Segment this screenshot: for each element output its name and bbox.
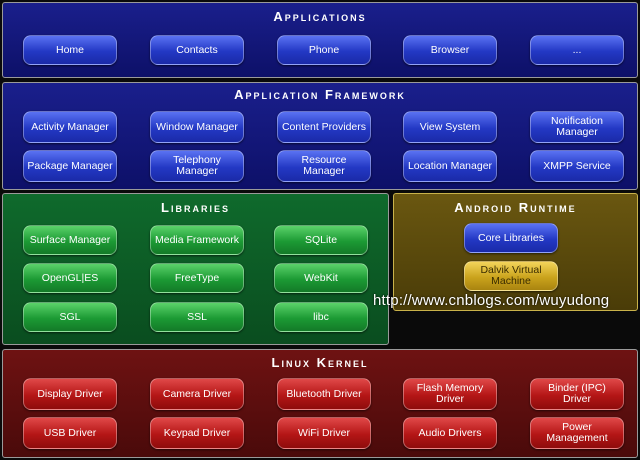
kernel-title: Linux Kernel xyxy=(271,355,369,370)
kernel-audio-drivers: Audio Drivers xyxy=(403,417,497,449)
fw-content-providers: Content Providers xyxy=(277,111,371,143)
fw-activity-manager: Activity Manager xyxy=(23,111,117,143)
applications-title: Applications xyxy=(273,9,367,24)
lib-surface-manager: Surface Manager xyxy=(23,225,117,255)
app-home: Home xyxy=(23,35,117,65)
app-contacts: Contacts xyxy=(150,35,244,65)
app-browser: Browser xyxy=(403,35,497,65)
lib-sgl: SGL xyxy=(23,302,117,332)
kernel-camera-driver: Camera Driver xyxy=(150,378,244,410)
kernel-bluetooth-driver: Bluetooth Driver xyxy=(277,378,371,410)
app-phone: Phone xyxy=(277,35,371,65)
kernel-flash-memory-driver: Flash Memory Driver xyxy=(403,378,497,410)
watermark-url: http://www.cnblogs.com/wuyudong xyxy=(373,292,610,309)
fw-package-manager: Package Manager xyxy=(23,150,117,182)
kernel-power-management: Power Management xyxy=(530,417,624,449)
kernel-display-driver: Display Driver xyxy=(23,378,117,410)
kernel-binder-ipc-driver: Binder (IPC) Driver xyxy=(530,378,624,410)
rt-dalvik-vm: Dalvik Virtual Machine xyxy=(464,261,558,291)
fw-window-manager: Window Manager xyxy=(150,111,244,143)
fw-location-manager: Location Manager xyxy=(403,150,497,182)
app-more: ... xyxy=(530,35,624,65)
fw-notification-manager: Notification Manager xyxy=(530,111,624,143)
libraries-layer: Libraries Surface Manager Media Framewor… xyxy=(2,193,389,345)
lib-media-framework: Media Framework xyxy=(150,225,244,255)
applications-layer: Applications Home Contacts Phone Browser… xyxy=(2,2,638,78)
fw-resource-manager: Resource Manager xyxy=(277,150,371,182)
framework-layer: Application Framework Activity Manager W… xyxy=(2,82,638,190)
kernel-keypad-driver: Keypad Driver xyxy=(150,417,244,449)
runtime-layer: Android Runtime Core Libraries Dalvik Vi… xyxy=(393,193,638,311)
lib-freetype: FreeType xyxy=(150,263,244,293)
runtime-title: Android Runtime xyxy=(454,200,577,215)
lib-sqlite: SQLite xyxy=(274,225,368,255)
rt-core-libraries: Core Libraries xyxy=(464,223,558,253)
kernel-layer: Linux Kernel Display Driver Camera Drive… xyxy=(2,349,638,458)
kernel-usb-driver: USB Driver xyxy=(23,417,117,449)
lib-libc: libc xyxy=(274,302,368,332)
fw-xmpp-service: XMPP Service xyxy=(530,150,624,182)
lib-opengl-es: OpenGL|ES xyxy=(23,263,117,293)
lib-webkit: WebKit xyxy=(274,263,368,293)
lib-ssl: SSL xyxy=(150,302,244,332)
fw-view-system: View System xyxy=(403,111,497,143)
fw-telephony-manager: Telephony Manager xyxy=(150,150,244,182)
framework-title: Application Framework xyxy=(234,87,406,102)
libraries-title: Libraries xyxy=(161,200,230,215)
kernel-wifi-driver: WiFi Driver xyxy=(277,417,371,449)
